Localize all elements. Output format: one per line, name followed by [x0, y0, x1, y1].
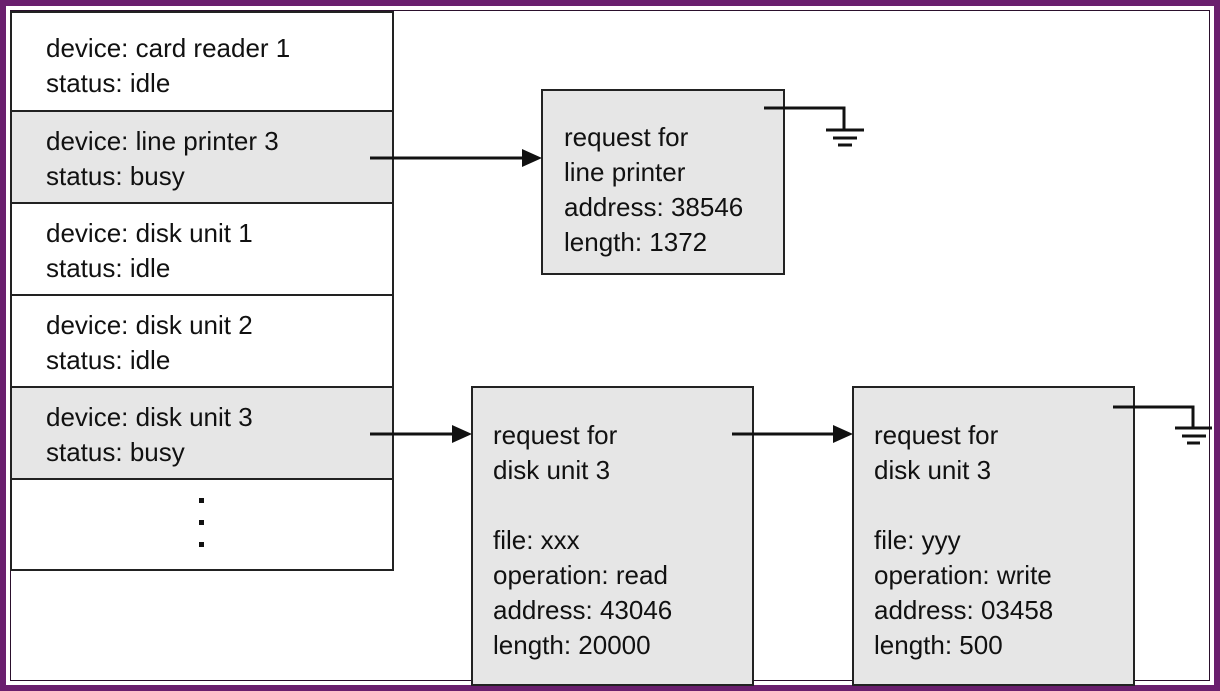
- request-line: request for: [564, 122, 689, 152]
- request-box-line-printer: request for line printer address: 38546 …: [541, 89, 785, 275]
- request-line: operation: write: [874, 560, 1052, 590]
- request-line: request for: [493, 420, 618, 450]
- ellipsis-dot: [199, 542, 204, 547]
- device-label: device: card reader 1: [46, 33, 291, 63]
- request-line: operation: read: [493, 560, 668, 590]
- request-line: address: 43046: [493, 595, 673, 625]
- device-row-disk-unit-2: device: disk unit 2 status: idle: [10, 294, 394, 388]
- request-line: address: 38546: [564, 192, 744, 222]
- request-line: line printer: [564, 157, 686, 187]
- request-line: address: 03458: [874, 595, 1054, 625]
- request-line: length: 500: [874, 630, 1003, 660]
- status-label: status: idle: [46, 345, 171, 375]
- ellipsis-dot: [199, 498, 204, 503]
- request-box-disk-read: request for disk unit 3 file: xxx operat…: [471, 386, 754, 686]
- request-line: request for: [874, 420, 999, 450]
- request-spacer: [874, 488, 1133, 523]
- device-row-line-printer-3: device: line printer 3 status: busy: [10, 110, 394, 204]
- status-label: status: idle: [46, 68, 171, 98]
- device-row-card-reader-1: device: card reader 1 status: idle: [10, 11, 394, 112]
- device-label: device: disk unit 3: [46, 402, 253, 432]
- status-label: status: busy: [46, 437, 185, 467]
- device-row-disk-unit-3: device: disk unit 3 status: busy: [10, 386, 394, 480]
- request-line: disk unit 3: [874, 455, 992, 485]
- status-label: status: idle: [46, 253, 171, 283]
- ellipsis-dot: [199, 520, 204, 525]
- device-row-disk-unit-1: device: disk unit 1 status: idle: [10, 202, 394, 296]
- request-line: length: 1372: [564, 227, 708, 257]
- request-box-disk-write: request for disk unit 3 file: yyy operat…: [852, 386, 1135, 686]
- request-line: length: 20000: [493, 630, 651, 660]
- request-line: file: yyy: [874, 525, 961, 555]
- device-label: device: line printer 3: [46, 126, 279, 156]
- device-label: device: disk unit 1: [46, 218, 253, 248]
- request-line: disk unit 3: [493, 455, 611, 485]
- device-label: device: disk unit 2: [46, 310, 253, 340]
- request-spacer: [493, 488, 752, 523]
- status-label: status: busy: [46, 161, 185, 191]
- request-line: file: xxx: [493, 525, 580, 555]
